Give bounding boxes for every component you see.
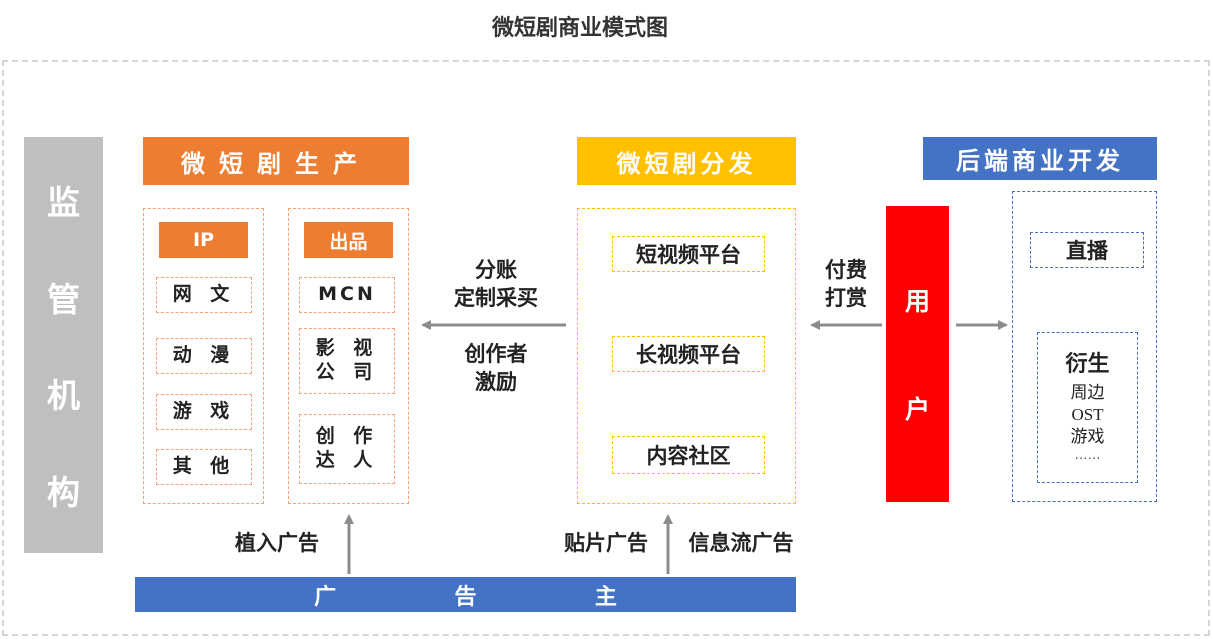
outer-frame bbox=[2, 60, 1210, 636]
long-video-platform: 长视频平台 bbox=[612, 336, 765, 372]
output-item-creators: 创 作 达 人 bbox=[299, 414, 395, 484]
backend-header: 后端商业开发 bbox=[923, 137, 1157, 180]
flow-label-payment: 付费 打赏 bbox=[806, 256, 886, 313]
short-video-platform: 短视频平台 bbox=[612, 236, 765, 272]
distribution-header: 微短剧分发 bbox=[577, 137, 796, 185]
ip-item-anime: 动 漫 bbox=[156, 338, 252, 374]
flow-label-feed-ads: 信息流广告 bbox=[688, 531, 794, 555]
user-box: 用 户 bbox=[886, 206, 949, 502]
advertiser-bar: 广 告 主 bbox=[135, 577, 796, 612]
flow-label-line: 激励 bbox=[475, 370, 517, 395]
flow-label-line: 分账 bbox=[475, 258, 517, 282]
diagram-title: 微短剧商业模式图 bbox=[491, 16, 668, 41]
supervisor-char: 监 bbox=[47, 183, 80, 223]
ip-item-game: 游 戏 bbox=[156, 394, 252, 430]
flow-label-patch-ads: 贴片广告 bbox=[564, 531, 648, 555]
output-tag: 出品 bbox=[304, 222, 393, 258]
flow-label-product-placement: 植入广告 bbox=[235, 531, 319, 555]
flow-label-creator-incentive: 创作者 激励 bbox=[436, 340, 556, 397]
ip-column bbox=[143, 208, 264, 504]
ip-item-web-novel: 网 文 bbox=[156, 277, 252, 313]
advertiser-char: 广 bbox=[314, 584, 337, 610]
ip-item-other: 其 他 bbox=[156, 449, 252, 485]
derivatives-box: 衍生 周边 OST 游戏 …… bbox=[1037, 332, 1138, 483]
supervisor-char: 管 bbox=[47, 279, 80, 319]
flow-label-revenue-share: 分账 定制采买 bbox=[436, 256, 556, 313]
ip-tag: IP bbox=[159, 222, 248, 258]
flow-label-line: 付费 bbox=[825, 258, 867, 282]
content-community: 内容社区 bbox=[612, 436, 765, 474]
production-header: 微短剧生产 bbox=[143, 137, 409, 185]
user-char: 用 bbox=[904, 287, 930, 316]
flow-label-line: 打赏 bbox=[825, 286, 867, 311]
flow-label-line: 定制采买 bbox=[454, 286, 538, 311]
derivative-item: 游戏 bbox=[1070, 426, 1105, 447]
flow-label-line: 创作者 bbox=[464, 342, 528, 366]
user-char: 户 bbox=[904, 395, 930, 424]
derivative-item: 周边 bbox=[1070, 382, 1105, 403]
output-item-mcn: MCN bbox=[299, 277, 395, 313]
advertiser-char: 主 bbox=[594, 584, 617, 610]
output-column bbox=[288, 208, 409, 504]
live-streaming: 直播 bbox=[1030, 232, 1144, 268]
derivative-item: OST bbox=[1071, 404, 1104, 424]
supervisor-char: 构 bbox=[47, 472, 80, 512]
supervisor-box: 监 管 机 构 bbox=[24, 137, 103, 553]
derivative-item: …… bbox=[1074, 448, 1101, 464]
supervisor-char: 机 bbox=[47, 376, 80, 416]
output-item-film-company: 影 视 公 司 bbox=[299, 328, 395, 394]
advertiser-char: 告 bbox=[454, 584, 477, 610]
derivatives-title: 衍生 bbox=[1065, 352, 1110, 378]
backend-column bbox=[1012, 191, 1157, 502]
distribution-column bbox=[577, 208, 796, 504]
